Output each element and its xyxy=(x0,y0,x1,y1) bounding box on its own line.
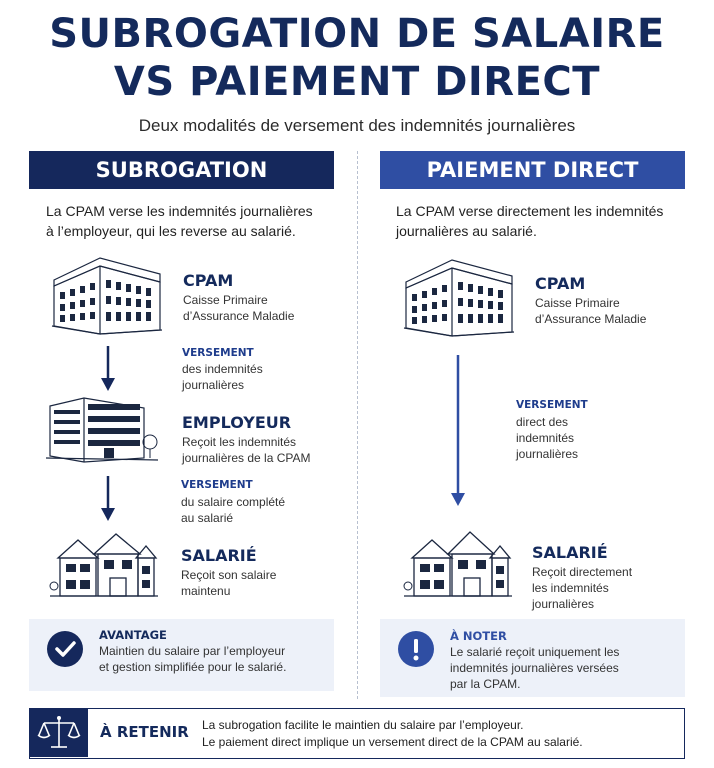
a-retenir-text: La subrogation facilite le maintien du s… xyxy=(202,717,583,751)
left-cpam-label: CPAM xyxy=(183,271,234,290)
column-divider xyxy=(357,151,358,699)
exclamation-icon xyxy=(398,631,434,667)
office-building-icon xyxy=(44,396,162,464)
right-salarie-desc-line3: journalières xyxy=(532,597,595,611)
main-title: SUBROGATION DE SALAIRE VS PAIEMENT DIREC… xyxy=(0,10,714,106)
right-salarie-desc-line1: Reçoit directement xyxy=(532,565,633,579)
subrogation-intro-line1: La CPAM verse les indemnités journalière… xyxy=(46,203,313,219)
avantage-text: Maintien du salaire par l’employeur et g… xyxy=(99,643,286,675)
subrogation-header: SUBROGATION xyxy=(29,151,334,189)
right-cpam-desc-line2: d’Assurance Maladie xyxy=(535,312,647,326)
down-arrow-icon xyxy=(100,476,116,527)
right-salarie-label: SALARIÉ xyxy=(532,543,608,562)
paiement-direct-intro-line1: La CPAM verse directement les indemnités xyxy=(396,203,664,219)
left-flow1-desc-line2: journalières xyxy=(182,378,245,392)
paiement-direct-header: PAIEMENT DIRECT xyxy=(380,151,685,189)
government-building-icon xyxy=(48,252,164,336)
subrogation-intro: La CPAM verse les indemnités journalière… xyxy=(46,201,313,241)
a-noter-text-line3: par la CPAM. xyxy=(450,677,521,691)
a-noter-title: À NOTER xyxy=(450,629,507,643)
avantage-text-line1: Maintien du salaire par l’employeur xyxy=(99,644,286,658)
scales-icon xyxy=(30,709,88,757)
left-cpam-desc-line2: d’Assurance Maladie xyxy=(183,309,295,323)
right-cpam-desc: Caisse Primaire d’Assurance Maladie xyxy=(535,295,646,327)
left-flow1-desc-line1: des indemnités xyxy=(182,362,263,376)
employeur-desc: Reçoit les indemnités journalières de la… xyxy=(182,434,311,466)
employeur-desc-line2: journalières de la CPAM xyxy=(182,451,311,465)
left-salarie-desc-line1: Reçoit son salaire xyxy=(181,568,277,582)
right-cpam-label: CPAM xyxy=(535,274,586,293)
right-cpam-desc-line1: Caisse Primaire xyxy=(535,296,620,310)
a-noter-text: Le salarié reçoit uniquement les indemni… xyxy=(450,644,619,692)
a-retenir-title: À RETENIR xyxy=(100,723,189,741)
right-flow-desc-line2: indemnités xyxy=(516,431,575,445)
down-arrow-icon xyxy=(450,355,466,512)
avantage-title: AVANTAGE xyxy=(99,628,167,642)
a-noter-box: À NOTER Le salarié reçoit uniquement les… xyxy=(380,619,685,697)
left-flow1-title: VERSEMENT xyxy=(182,347,254,359)
main-title-line1: SUBROGATION DE SALAIRE xyxy=(49,11,665,57)
a-noter-text-line1: Le salarié reçoit uniquement les xyxy=(450,645,620,659)
subrogation-intro-line2: à l’employeur, qui les reverse au salari… xyxy=(46,223,296,239)
subtitle: Deux modalités de versement des indemnit… xyxy=(138,116,576,135)
check-icon xyxy=(47,631,83,667)
left-flow2-desc: du salaire complété au salarié xyxy=(181,494,285,526)
paiement-direct-intro: La CPAM verse directement les indemnités… xyxy=(396,201,663,241)
right-salarie-desc: Reçoit directement les indemnités journa… xyxy=(532,564,632,612)
left-salarie-desc-line2: maintenu xyxy=(181,584,231,598)
left-flow2-desc-line2: au salarié xyxy=(181,511,234,525)
avantage-box: AVANTAGE Maintien du salaire par l’emplo… xyxy=(29,619,334,691)
a-retenir-line1: La subrogation facilite le maintien du s… xyxy=(202,718,524,732)
left-salarie-label: SALARIÉ xyxy=(181,546,257,565)
right-flow-desc-line3: journalières xyxy=(516,447,579,461)
employeur-label: EMPLOYEUR xyxy=(182,413,292,432)
left-salarie-desc: Reçoit son salaire maintenu xyxy=(181,567,276,599)
a-noter-text-line2: indemnités journalières versées xyxy=(450,661,619,675)
right-flow-desc: direct des indemnités journalières xyxy=(516,414,578,462)
right-salarie-desc-line2: les indemnités xyxy=(532,581,609,595)
main-title-line2: VS PAIEMENT DIRECT xyxy=(113,59,601,105)
down-arrow-icon xyxy=(100,346,116,397)
left-cpam-desc: Caisse Primaire d’Assurance Maladie xyxy=(183,292,294,324)
right-flow-title: VERSEMENT xyxy=(516,399,588,411)
a-retenir-box: À RETENIR La subrogation facilite le mai… xyxy=(29,708,685,759)
a-retenir-line2: Le paiement direct implique un versement… xyxy=(202,735,583,749)
right-flow-desc-line1: direct des xyxy=(516,415,569,429)
left-flow2-desc-line1: du salaire complété xyxy=(181,495,286,509)
government-building-icon xyxy=(400,254,516,338)
left-flow1-desc: des indemnités journalières xyxy=(182,361,263,393)
avantage-text-line2: et gestion simplifiée pour le salarié. xyxy=(99,660,287,674)
left-flow2-title: VERSEMENT xyxy=(181,479,253,491)
house-icon xyxy=(402,530,514,602)
paiement-direct-intro-line2: journalières au salarié. xyxy=(396,223,537,239)
left-cpam-desc-line1: Caisse Primaire xyxy=(183,293,268,307)
house-icon xyxy=(48,532,160,602)
employeur-desc-line1: Reçoit les indemnités xyxy=(182,435,297,449)
